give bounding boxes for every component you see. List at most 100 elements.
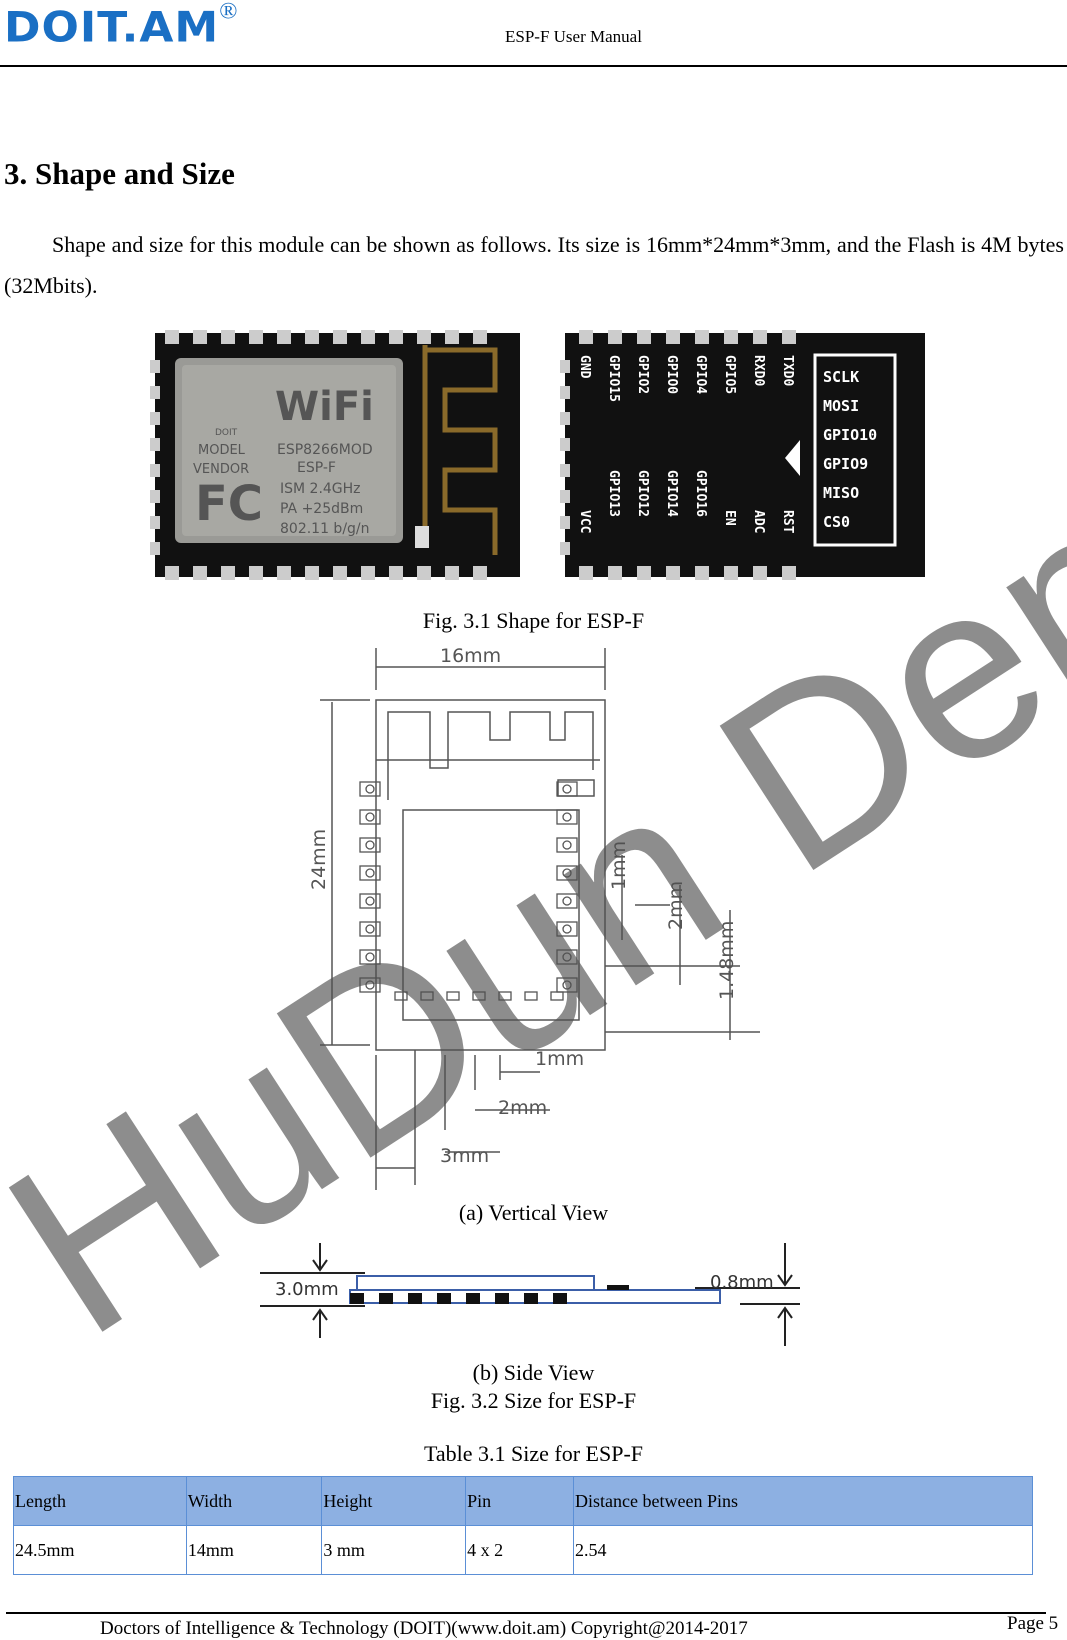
pin-pad: [753, 566, 767, 580]
box-pin-label: MOSI: [823, 397, 859, 415]
svg-text:2mm: 2mm: [665, 881, 687, 930]
pin-pad: [782, 566, 796, 580]
dim-height: 24mm: [308, 829, 330, 890]
svg-text:ISM 2.4GHz: ISM 2.4GHz: [280, 481, 361, 497]
side-pad: [408, 1293, 422, 1304]
bottom-pin-label: RST: [780, 510, 795, 534]
pin-pad: [782, 330, 796, 344]
pin-pad: [666, 330, 680, 344]
bottom-pin-label: GPIO13: [606, 470, 621, 517]
pad-right: [556, 977, 578, 993]
svg-text:MODEL: MODEL: [198, 443, 246, 458]
top-pin-label: TXD0: [780, 355, 795, 386]
col-length: Length: [13, 1476, 187, 1526]
box-pin-label: GPIO9: [823, 455, 868, 473]
top-pin-label: GPIO15: [606, 355, 621, 402]
pad-right: [556, 781, 578, 797]
col-width: Width: [185, 1476, 323, 1526]
section-paragraph: Shape and size for this module can be sh…: [4, 232, 1064, 298]
section-title: 3. Shape and Size: [4, 156, 235, 191]
pad-bottom: [498, 991, 512, 1001]
pin-pad: [666, 566, 680, 580]
svg-text:VENDOR: VENDOR: [193, 462, 249, 477]
doit-logo: DOIT.AM®: [4, 0, 239, 52]
col-pin: Pin: [465, 1476, 575, 1526]
pad-bottom: [420, 991, 434, 1001]
pin-pad: [753, 330, 767, 344]
svg-text:3mm: 3mm: [440, 1145, 489, 1167]
side-pad: [553, 1293, 567, 1304]
module-photos: WiFi DOIT MODEL VENDOR FC ESP8266MOD ESP…: [150, 330, 925, 580]
pad-right: [556, 921, 578, 937]
bottom-pin-label: VCC: [577, 510, 592, 533]
vertical-view-diagram: 16mm 24mm 1mm 2mm 1.48mm 1mm 2mm 3mm: [308, 645, 760, 1190]
side-pad: [379, 1293, 393, 1304]
cell-pin: 4 x 2: [465, 1525, 575, 1575]
pad-right: [556, 837, 578, 853]
pin-pad: [724, 330, 738, 344]
svg-text:DOIT: DOIT: [215, 428, 238, 438]
svg-text:3.0mm: 3.0mm: [275, 1279, 339, 1300]
top-pin-label: GPIO5: [722, 355, 737, 394]
bottom-pin-label: GPIO12: [635, 470, 650, 517]
pad-left: [359, 865, 381, 881]
pad-bottom: [524, 991, 538, 1001]
svg-text:2mm: 2mm: [498, 1097, 547, 1119]
pad-bottom: [394, 991, 408, 1001]
pin-pad: [695, 566, 709, 580]
bottom-pin-label: GPIO16: [693, 470, 708, 517]
side-pad: [466, 1293, 480, 1304]
header-title: ESP-F User Manual: [505, 27, 642, 46]
header-divider: [0, 65, 1067, 67]
top-pin-label: GND: [577, 355, 592, 379]
side-pad: [524, 1293, 538, 1304]
pad-bottom: [550, 991, 564, 1001]
pad-left: [359, 949, 381, 965]
fig-3-2-caption: Fig. 3.2 Size for ESP-F: [430, 1388, 637, 1413]
cell-length: 24.5mm: [13, 1525, 187, 1575]
box-pin-label: GPIO10: [823, 426, 877, 444]
pin-pad: [637, 330, 651, 344]
box-pin-label: MISO: [823, 484, 859, 502]
box-pin-label: SCLK: [823, 368, 859, 386]
svg-text:PA +25dBm: PA +25dBm: [280, 501, 363, 517]
side-pad: [350, 1293, 364, 1304]
pin-pad: [724, 566, 738, 580]
top-pin-label: GPIO0: [664, 355, 679, 394]
top-pin-label: GPIO2: [635, 355, 650, 394]
footer-text: Doctors of Intelligence & Technology (DO…: [100, 1618, 748, 1639]
pad-left: [359, 837, 381, 853]
bottom-pin-label: EN: [722, 510, 737, 526]
svg-text:1mm: 1mm: [608, 841, 630, 890]
footer-divider: [6, 1612, 1046, 1614]
svg-text:1.48mm: 1.48mm: [716, 921, 738, 1000]
col-distance: Distance between Pins: [573, 1476, 1033, 1526]
svg-text:0.8mm: 0.8mm: [710, 1272, 774, 1293]
pad-right: [556, 949, 578, 965]
svg-text:WiFi: WiFi: [275, 384, 374, 430]
svg-text:802.11 b/g/n: 802.11 b/g/n: [280, 521, 370, 537]
table-header-row: Length Width Height Pin Distance between…: [13, 1476, 1033, 1526]
pad-left: [359, 921, 381, 937]
pin-pad: [608, 330, 622, 344]
pin-pad: [579, 566, 593, 580]
svg-text:ESP8266MOD: ESP8266MOD: [277, 442, 373, 458]
size-table: Length Width Height Pin Distance between…: [13, 1476, 1033, 1575]
bottom-pin-label: ADC: [751, 510, 766, 533]
pin-pad: [695, 330, 709, 344]
pin-pad: [637, 566, 651, 580]
pad-left: [359, 809, 381, 825]
svg-text:ESP-F: ESP-F: [297, 460, 336, 476]
table-row: 24.5mm 14mm 3 mm 4 x 2 2.54: [13, 1525, 1033, 1575]
table-caption: Table 3.1 Size for ESP-F: [423, 1441, 644, 1466]
pad-right: [556, 865, 578, 881]
pad-bottom: [446, 991, 460, 1001]
svg-text:FC: FC: [195, 476, 263, 532]
side-view-diagram: 3.0mm 0.8mm: [260, 1243, 800, 1346]
side-pad: [495, 1293, 509, 1304]
top-pin-label: GPIO4: [693, 355, 708, 394]
pad-left: [359, 977, 381, 993]
pad-left: [359, 893, 381, 909]
bottom-pin-label: GPIO14: [664, 470, 679, 517]
